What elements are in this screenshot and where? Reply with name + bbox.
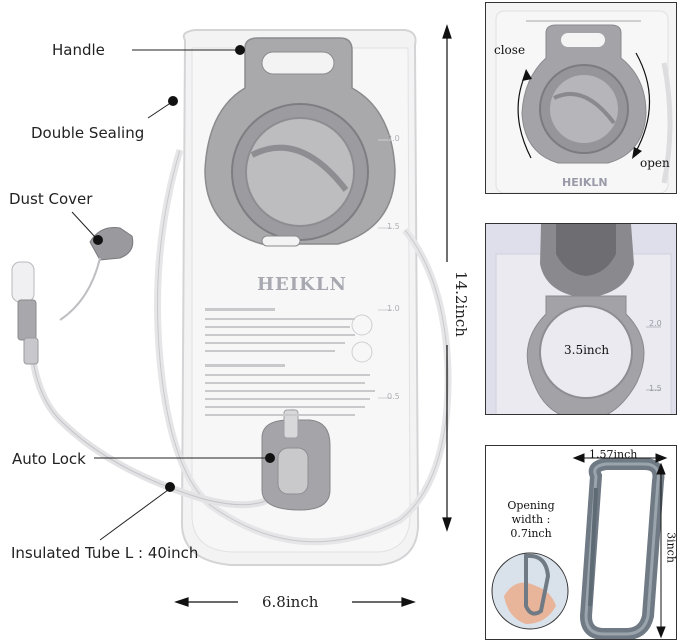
width-dimension-label: 6.8inch bbox=[262, 593, 319, 611]
bladder-brand: HEIKLN bbox=[257, 274, 347, 295]
double-sealing-label: Double Sealing bbox=[31, 124, 145, 142]
bite-valve-icon bbox=[11, 261, 39, 365]
tube-leader bbox=[99, 489, 169, 541]
height-dimension-label: 14.2inch bbox=[452, 271, 470, 337]
printed-instructions bbox=[205, 308, 375, 416]
cap-detail-image bbox=[495, 10, 673, 193]
scale-mark-2-0: 2.0 bbox=[387, 134, 400, 143]
close-label: close bbox=[494, 43, 526, 57]
ring-detail-panel: 3.5inch 2.0 1.5 bbox=[485, 223, 677, 415]
scale-ticks bbox=[378, 139, 392, 399]
cap-detail-panel: close open HEIKLN bbox=[485, 2, 677, 194]
carabiner-height-label: 3inch bbox=[664, 532, 677, 563]
dust-cover-leader bbox=[71, 211, 97, 239]
carabiner-width-label: 1.57inch bbox=[589, 448, 638, 461]
scale-mark-1-0: 1.0 bbox=[387, 304, 400, 313]
ring-detail-image bbox=[486, 224, 676, 414]
dust-cover-icon bbox=[59, 227, 134, 321]
cap-panel-brand: HEIKLN bbox=[562, 176, 608, 189]
width-dimension-arrow bbox=[174, 597, 416, 607]
tube-length-label: Insulated Tube L : 40inch bbox=[11, 544, 199, 562]
dust-cover-label: Dust Cover bbox=[9, 190, 93, 208]
open-label: open bbox=[640, 156, 670, 170]
open-rotation-arrow bbox=[633, 52, 651, 156]
opening-width-label: Opening width : 0.7inch bbox=[507, 499, 555, 540]
ring-diameter-label: 3.5inch bbox=[564, 343, 610, 357]
auto-lock-valve-icon bbox=[261, 409, 331, 511]
carabiner-detail-image bbox=[491, 453, 668, 639]
height-dimension-arrow bbox=[442, 24, 452, 532]
scale-mark-1-5: 1.5 bbox=[387, 222, 400, 231]
handle-cap bbox=[204, 37, 396, 247]
ring-scale-1-5: 1.5 bbox=[649, 384, 662, 393]
carabiner-detail-panel: 1.57inch 3inch Opening width : 0.7inch bbox=[485, 445, 677, 640]
ring-scale-2-0: 2.0 bbox=[649, 319, 662, 328]
scale-mark-0-5: 0.5 bbox=[387, 392, 400, 401]
close-rotation-arrow bbox=[517, 72, 532, 159]
handle-label: Handle bbox=[52, 41, 105, 59]
auto-lock-label: Auto Lock bbox=[12, 450, 86, 468]
double-sealing-leader bbox=[147, 101, 173, 119]
